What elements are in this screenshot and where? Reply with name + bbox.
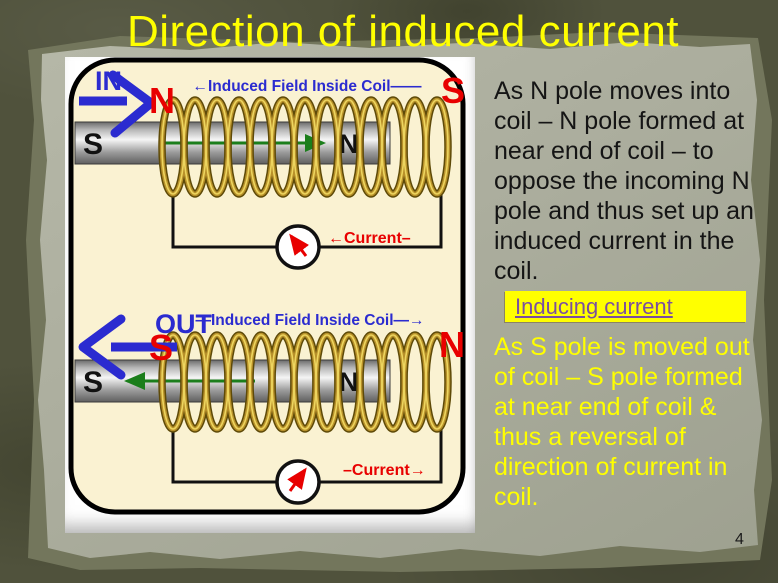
magnet-right-pole-top: N [339, 129, 359, 159]
coil-near-pole-bottom: S [149, 327, 173, 368]
out-arrow-head-icon [78, 314, 126, 380]
inducing-current-highlight-box: Inducing current [505, 291, 746, 322]
explanation-paragraph-bottom: As S pole is moved out of coil – S pole … [494, 333, 750, 511]
coil-near-pole-top: N [149, 80, 175, 121]
in-arrow-head-icon [108, 70, 156, 138]
current-label-bottom: –Current→ [343, 462, 426, 479]
coil-bottom [158, 331, 452, 433]
page-title: Direction of induced current [126, 7, 680, 56]
galvanometer-needle-top [289, 233, 309, 257]
magnet-left-pole-top: S [83, 128, 103, 161]
induction-diagram-svg: ←Current– S N IN ←Induced Field Inside C… [68, 57, 466, 515]
coil-far-pole-top: S [441, 70, 465, 111]
coil-far-pole-bottom: N [439, 324, 465, 365]
explanation-paragraph-top: As N pole moves into coil – N pole forme… [494, 77, 754, 285]
bottom-panel: –Current→ S N OUT —Induced Field Inside … [74, 309, 465, 505]
galvanometer-needle-bottom [287, 467, 307, 492]
induction-diagram-image: ←Current– S N IN ←Induced Field Inside C… [65, 57, 475, 533]
field-label-top: ←Induced Field Inside Coil—— [192, 78, 422, 95]
current-label-top: ←Current– [328, 230, 411, 247]
field-label-bottom: —Induced Field Inside Coil—→ [195, 312, 424, 329]
inducing-current-link[interactable]: Inducing current [515, 293, 673, 319]
magnet-right-pole-bottom: N [339, 367, 359, 397]
coil-top [158, 96, 452, 198]
motion-label-out: OUT [155, 309, 213, 339]
top-panel: ←Current– S N IN ←Induced Field Inside C… [74, 66, 465, 270]
magnet-left-pole-bottom: S [83, 366, 103, 399]
page-number: 4 [735, 531, 744, 548]
